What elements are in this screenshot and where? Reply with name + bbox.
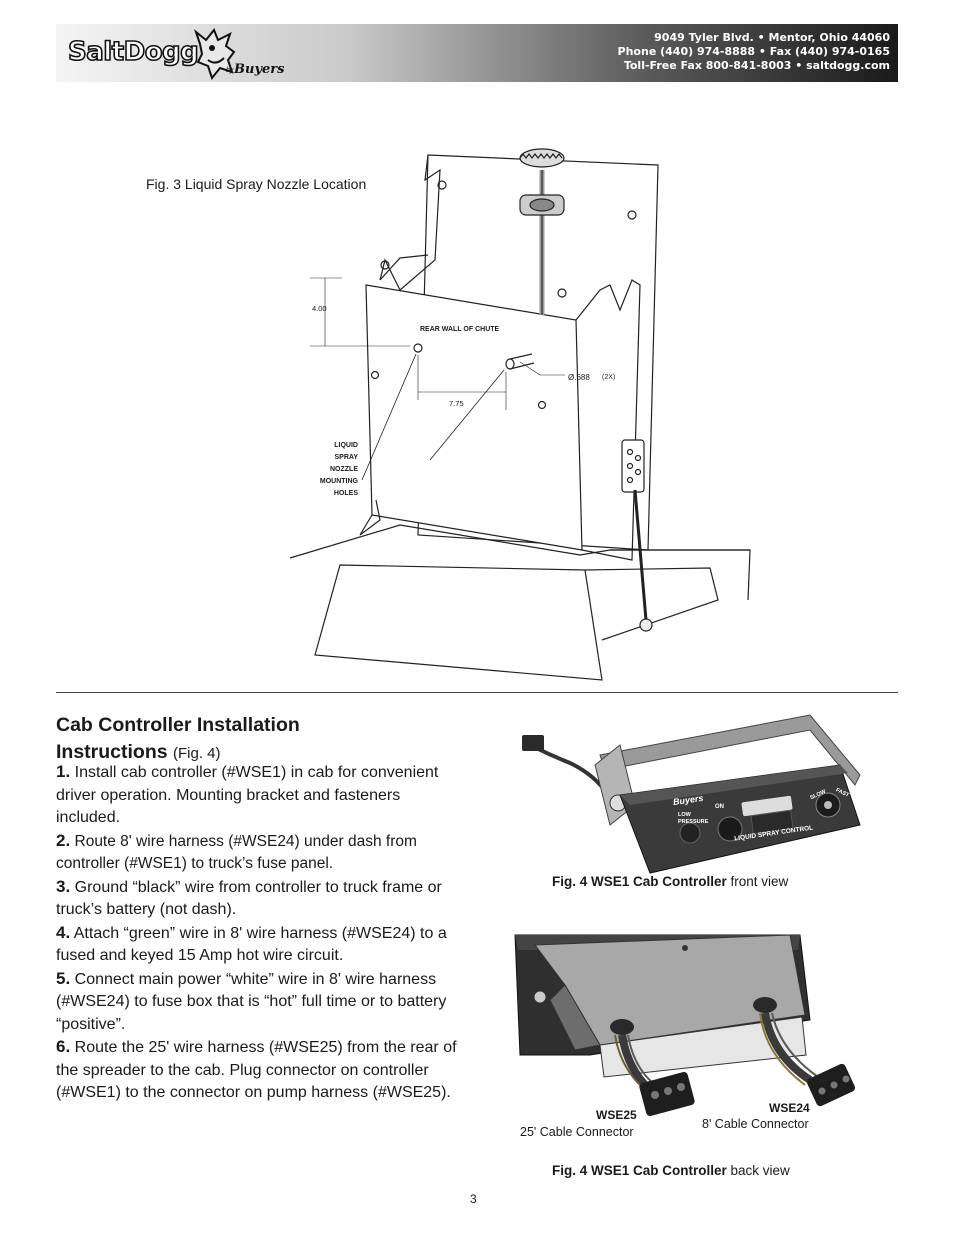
step-number: 3. bbox=[56, 876, 71, 896]
nozzle-label-line: LIQUID bbox=[334, 442, 358, 449]
title-line-1: Cab Controller Installation bbox=[56, 714, 300, 736]
caption-rest: front view bbox=[726, 874, 789, 889]
fig4-back-caption: Fig. 4 WSE1 Cab Controller back view bbox=[552, 1163, 790, 1178]
on-label: ON bbox=[715, 804, 724, 810]
title-figure-ref: (Fig. 4) bbox=[173, 745, 221, 762]
step-item: 4. Attach “green” wire in 8' wire harnes… bbox=[56, 922, 468, 968]
title-line-2: Instructions bbox=[56, 741, 168, 763]
logo-wordmark: SaltDogg bbox=[67, 36, 199, 68]
rear-wall-label: REAR WALL OF CHUTE bbox=[420, 326, 500, 333]
step-item: 5. Connect main power “white” wire in 8'… bbox=[56, 968, 468, 1037]
instruction-steps: 1. Install cab controller (#WSE1) in cab… bbox=[56, 761, 468, 1105]
fig4-front-caption: Fig. 4 WSE1 Cab Controller front view bbox=[552, 874, 788, 889]
wse25-label: WSE25 bbox=[596, 1108, 637, 1122]
section-title: Cab Controller Installation Instructions… bbox=[56, 712, 476, 767]
address-line: 9049 Tyler Blvd. • Mentor, Ohio 44060 bbox=[654, 31, 890, 44]
phone-line: Phone (440) 974-8888 • Fax (440) 974-016… bbox=[617, 45, 890, 58]
page-number: 3 bbox=[470, 1192, 477, 1206]
nozzle-label-line: NOZZLE bbox=[330, 466, 358, 473]
step-item: 1. Install cab controller (#WSE1) in cab… bbox=[56, 761, 468, 830]
logo-by: by bbox=[226, 67, 234, 74]
step-number: 2. bbox=[56, 830, 71, 850]
toll-free-line: Toll-Free Fax 800-841-8003 • saltdogg.co… bbox=[623, 59, 890, 72]
fig3-caption: Fig. 3 Liquid Spray Nozzle Location bbox=[146, 176, 367, 192]
nozzle-holes-label: LIQUID SPRAY NOZZLE MOUNTING HOLES bbox=[312, 440, 358, 500]
step-text: Attach “green” wire in 8' wire harness (… bbox=[56, 924, 447, 965]
company-address: 9049 Tyler Blvd. • Mentor, Ohio 44060 Ph… bbox=[618, 31, 890, 73]
caption-bold: Fig. 4 WSE1 Cab Controller bbox=[552, 874, 727, 889]
bulldog-mascot-icon bbox=[194, 28, 236, 80]
step-number: 4. bbox=[56, 922, 71, 942]
nozzle-label-line: HOLES bbox=[333, 490, 358, 497]
step-text: Connect main power “white” wire in 8' wi… bbox=[56, 970, 447, 1033]
step-item: 3. Ground “black” wire from controller t… bbox=[56, 876, 468, 922]
chute-drawing bbox=[289, 148, 751, 681]
step-item: 2. Route 8' wire harness (#WSE24) under … bbox=[56, 830, 468, 876]
step-number: 1. bbox=[56, 762, 71, 781]
buyers-brand: Buyers bbox=[234, 62, 285, 77]
wse25-desc: 25' Cable Connector bbox=[520, 1125, 634, 1139]
wse24-desc: 8' Cable Connector bbox=[702, 1117, 809, 1131]
wse24-label: WSE24 bbox=[769, 1101, 810, 1115]
low-pressure-label: LOW PRESSURE bbox=[678, 812, 709, 825]
dim-vertical: 4.00 bbox=[312, 304, 327, 313]
nozzle-label-line: MOUNTING bbox=[319, 478, 358, 485]
section-divider bbox=[56, 692, 898, 693]
step-text: Route 8' wire harness (#WSE24) under das… bbox=[56, 832, 417, 873]
caption-bold: Fig. 4 WSE1 Cab Controller bbox=[552, 1163, 727, 1178]
step-text: Ground “black” wire from controller to t… bbox=[56, 878, 442, 919]
step-text: Route the 25' wire harness (#WSE25) from… bbox=[56, 1039, 457, 1101]
step-text: Install cab controller (#WSE1) in cab fo… bbox=[56, 764, 439, 826]
saltdogg-logo: SaltDogg bbox=[66, 36, 216, 71]
hole-count: (2X) bbox=[602, 374, 616, 381]
step-number: 5. bbox=[56, 968, 71, 988]
controller-back-photo bbox=[514, 934, 856, 1116]
page-header: SaltDogg by Buyers 9049 Tyler Blvd. • Me… bbox=[56, 24, 898, 82]
controller-front-photo bbox=[522, 714, 861, 874]
step-item: 6. Route the 25' wire harness (#WSE25) f… bbox=[56, 1036, 468, 1105]
hole-diameter: Ø.688 bbox=[568, 373, 590, 382]
nozzle-label-line: SPRAY bbox=[334, 454, 358, 461]
caption-rest: back view bbox=[726, 1163, 790, 1178]
dim-horizontal: 7.75 bbox=[449, 399, 464, 408]
step-number: 6. bbox=[56, 1037, 71, 1056]
